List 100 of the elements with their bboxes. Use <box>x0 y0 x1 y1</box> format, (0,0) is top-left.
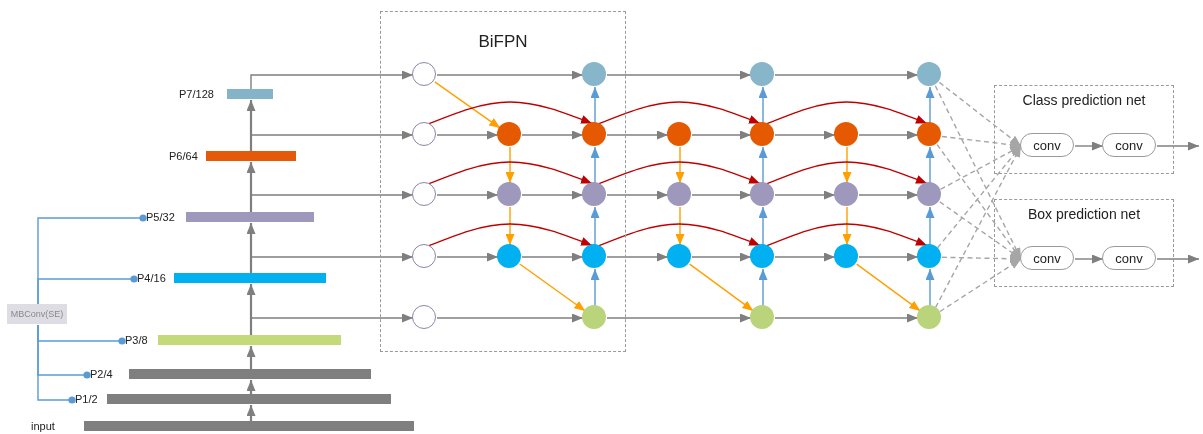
conv-block: conv <box>1020 246 1074 270</box>
feature-node-circle <box>667 122 691 146</box>
feature-node-circle <box>497 244 521 268</box>
arrow <box>842 206 852 246</box>
level-label: P3/8 <box>125 333 148 347</box>
arrow <box>246 380 256 395</box>
arrow <box>1074 254 1104 264</box>
arrow <box>590 86 600 124</box>
arrow <box>691 252 752 262</box>
curved-arrow <box>598 223 761 247</box>
arrow <box>521 252 584 262</box>
arrow <box>590 206 600 246</box>
arrow <box>590 268 600 307</box>
level-label: input <box>31 419 55 433</box>
feature-node-circle <box>917 244 941 268</box>
level-label: P1/2 <box>75 392 98 406</box>
dashed-group-frame <box>994 85 1174 174</box>
input-node-circle <box>412 62 436 86</box>
arrow <box>858 190 919 200</box>
arrow <box>606 130 669 140</box>
arrow <box>925 206 935 246</box>
conv-block: conv <box>1020 133 1074 157</box>
arrow <box>758 268 768 307</box>
level-label: P6/64 <box>169 149 198 163</box>
level-label: P2/4 <box>90 367 113 381</box>
arrow <box>858 130 919 140</box>
dashed-arrow <box>939 201 1022 260</box>
feature-node-circle <box>582 182 606 206</box>
feature-node-circle <box>834 122 858 146</box>
conv-block: conv <box>1102 246 1156 270</box>
arrow <box>774 130 836 140</box>
arrow <box>246 346 256 370</box>
arrow <box>606 252 669 262</box>
arrow <box>758 86 768 124</box>
connector-line <box>37 275 138 306</box>
feature-node-circle <box>917 182 941 206</box>
feature-node-circle <box>667 244 691 268</box>
arrow <box>436 252 499 262</box>
arrow <box>1074 141 1104 151</box>
arrow <box>606 313 752 323</box>
level-label: P7/128 <box>179 87 214 101</box>
arrow <box>675 146 685 184</box>
feature-node-circle <box>497 122 521 146</box>
connector-line <box>37 324 76 404</box>
arrow <box>858 252 919 262</box>
arrow <box>774 190 836 200</box>
input-node-circle <box>412 182 436 206</box>
arrow <box>855 263 922 312</box>
group-title: Class prediction net <box>1021 92 1147 108</box>
arrow <box>436 313 584 323</box>
dashed-arrow <box>941 254 1022 264</box>
dashed-arrow <box>939 258 1022 313</box>
arrow <box>925 146 935 184</box>
feature-node-circle <box>750 305 774 329</box>
level-label: P5/32 <box>146 210 175 224</box>
arrow <box>521 190 584 200</box>
curved-arrow <box>428 161 593 185</box>
group-title: Box prediction net <box>1026 206 1142 222</box>
arrow <box>925 268 935 307</box>
curved-arrow <box>766 161 928 185</box>
arrow <box>519 263 586 312</box>
arrow <box>590 146 600 184</box>
feature-node-circle <box>750 62 774 86</box>
feature-node-circle <box>582 305 606 329</box>
conv-block: conv <box>1102 133 1156 157</box>
feature-node-circle <box>750 244 774 268</box>
arrow <box>606 70 752 80</box>
feature-node-circle <box>834 182 858 206</box>
curved-arrow <box>766 101 928 125</box>
curved-arrow <box>428 223 593 247</box>
arrow <box>842 146 852 184</box>
arrow <box>246 405 256 422</box>
arrow <box>691 130 752 140</box>
arrow <box>758 146 768 184</box>
arrow <box>521 130 584 140</box>
curved-arrow <box>598 101 761 125</box>
arrow <box>434 81 501 129</box>
module-box: MBConv(SE) <box>7 304 67 324</box>
arrow <box>925 86 935 124</box>
feature-node-circle <box>582 244 606 268</box>
curved-arrow <box>766 223 928 247</box>
arrow <box>675 206 685 246</box>
input-node-circle <box>412 122 436 146</box>
arrow <box>436 130 499 140</box>
feature-node-circle <box>667 182 691 206</box>
dashed-arrow <box>939 145 1022 190</box>
dashed-arrow <box>938 81 1022 147</box>
feature-node-circle <box>834 244 858 268</box>
level-label: P4/16 <box>137 271 166 285</box>
feature-node-circle <box>750 122 774 146</box>
input-node-circle <box>412 244 436 268</box>
curved-arrow <box>428 101 593 125</box>
arrow <box>758 206 768 246</box>
dashed-arrow <box>941 135 1022 150</box>
arrow <box>606 190 669 200</box>
feature-node-circle <box>917 122 941 146</box>
arrow <box>505 146 515 184</box>
input-node-circle <box>412 305 436 329</box>
arrow <box>436 190 499 200</box>
arrow <box>774 70 919 80</box>
